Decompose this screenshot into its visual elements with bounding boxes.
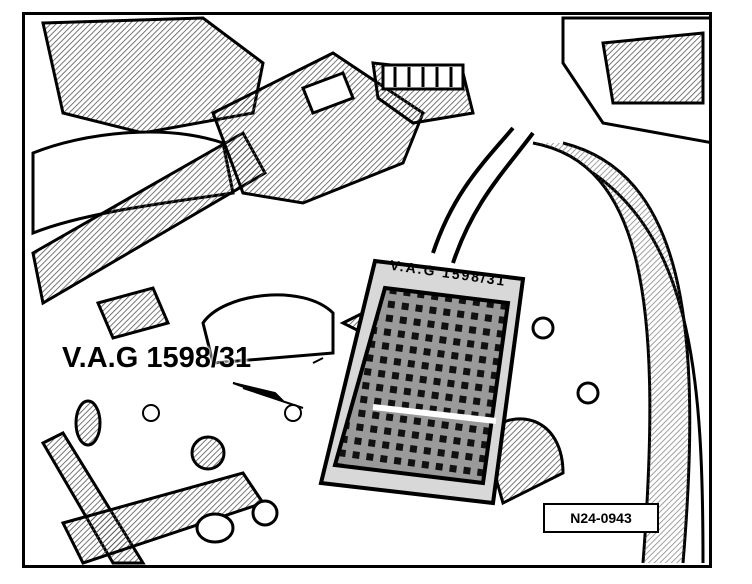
callout-leader [142,357,324,422]
figure-frame [22,12,712,568]
connector-plug [211,51,475,205]
tester-box [318,258,526,506]
coolant-hose-fill [533,143,690,563]
tool-callout-label: V.A.G 1598/31 [62,342,252,374]
test-cable [431,126,535,264]
line-drawing [31,16,709,565]
ribbed-housing [561,16,709,144]
figure-code-badge: N24-0943 [543,503,659,533]
